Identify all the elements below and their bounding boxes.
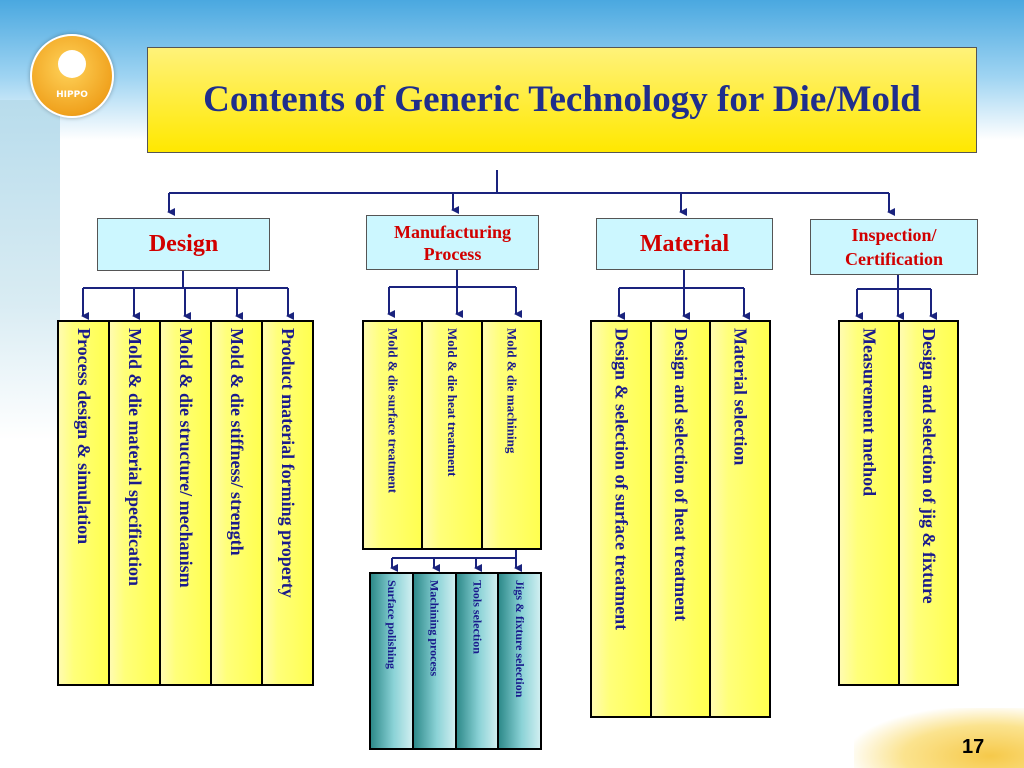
inspection-items-group: Measurement method Design and selection …: [838, 320, 959, 686]
manufacturing-subitem-label: Jigs & fixture selection: [513, 580, 528, 698]
material-item-1: Design & selection of surface treatment: [592, 322, 652, 716]
manufacturing-subitems-group: Surface polishing Machining process Tool…: [369, 572, 542, 750]
manufacturing-item-3: Mold & die machining: [482, 322, 540, 548]
logo-text: HIPPO: [56, 90, 88, 100]
background-bottom-glow: [854, 708, 1024, 768]
design-item-label: Product material forming property: [278, 328, 298, 598]
manufacturing-item-label: Mold & die surface treatment: [385, 328, 401, 494]
title-box: Contents of Generic Technology for Die/M…: [147, 47, 977, 153]
background-building-area: [0, 100, 60, 440]
design-item-label: Mold & die structure/ mechanism: [176, 328, 196, 588]
category-design-label: Design: [148, 231, 219, 257]
manufacturing-subitem-3: Tools selection: [456, 574, 500, 748]
manufacturing-item-label: Mold & die machining: [504, 328, 520, 454]
category-manufacturing-label: Manufacturing Process: [394, 221, 511, 264]
manufacturing-item-1: Mold & die surface treatment: [364, 322, 424, 548]
category-material-label: Material: [639, 230, 730, 257]
manufacturing-subitem-label: Tools selection: [470, 580, 485, 654]
material-item-label: Material selection: [730, 328, 751, 466]
inspection-item-2: Design and selection of jig & fixture: [899, 322, 957, 684]
manufacturing-subitem-label: Machining process: [427, 580, 442, 677]
manufacturing-subitem-label: Surface polishing: [384, 580, 399, 670]
page-number: 17: [962, 736, 985, 758]
page-title: Contents of Generic Technology for Die/M…: [203, 79, 921, 120]
design-item-label: Process design & simulation: [74, 328, 94, 545]
inspection-item-label: Measurement method: [859, 328, 880, 497]
material-item-label: Design and selection of heat treatment: [671, 328, 691, 622]
material-item-label: Design & selection of surface treatment: [611, 328, 632, 631]
category-material: Material: [596, 218, 773, 270]
design-items-group: Process design & simulation Mold & die m…: [57, 320, 314, 686]
organization-logo: HIPPO: [30, 34, 114, 118]
category-inspection: Inspection/ Certification: [810, 219, 978, 275]
design-item-label: Mold & die material specification: [125, 328, 145, 586]
material-item-3: Material selection: [711, 322, 770, 716]
design-item-1: Process design & simulation: [59, 322, 110, 684]
manufacturing-subitem-2: Machining process: [413, 574, 457, 748]
manufacturing-subitem-1: Surface polishing: [371, 574, 414, 748]
design-item-5: Product material forming property: [263, 322, 312, 684]
logo-figure-icon: [58, 50, 86, 78]
manufacturing-item-label: Mold & die heat treatment: [444, 328, 460, 477]
design-item-3: Mold & die structure/ mechanism: [161, 322, 212, 684]
category-inspection-label: Inspection/ Certification: [845, 225, 943, 269]
design-item-label: Mold & die stiffness/ strength: [227, 328, 247, 556]
manufacturing-item-2: Mold & die heat treatment: [423, 322, 483, 548]
manufacturing-subitem-4: Jigs & fixture selection: [499, 574, 540, 748]
design-item-4: Mold & die stiffness/ strength: [212, 322, 263, 684]
manufacturing-items-group: Mold & die surface treatment Mold & die …: [362, 320, 542, 550]
material-items-group: Design & selection of surface treatment …: [590, 320, 771, 718]
design-item-2: Mold & die material specification: [110, 322, 161, 684]
category-design: Design: [97, 218, 270, 271]
inspection-item-1: Measurement method: [840, 322, 900, 684]
category-manufacturing: Manufacturing Process: [366, 215, 539, 270]
inspection-item-label: Design and selection of jig & fixture: [918, 328, 939, 604]
material-item-2: Design and selection of heat treatment: [651, 322, 712, 716]
